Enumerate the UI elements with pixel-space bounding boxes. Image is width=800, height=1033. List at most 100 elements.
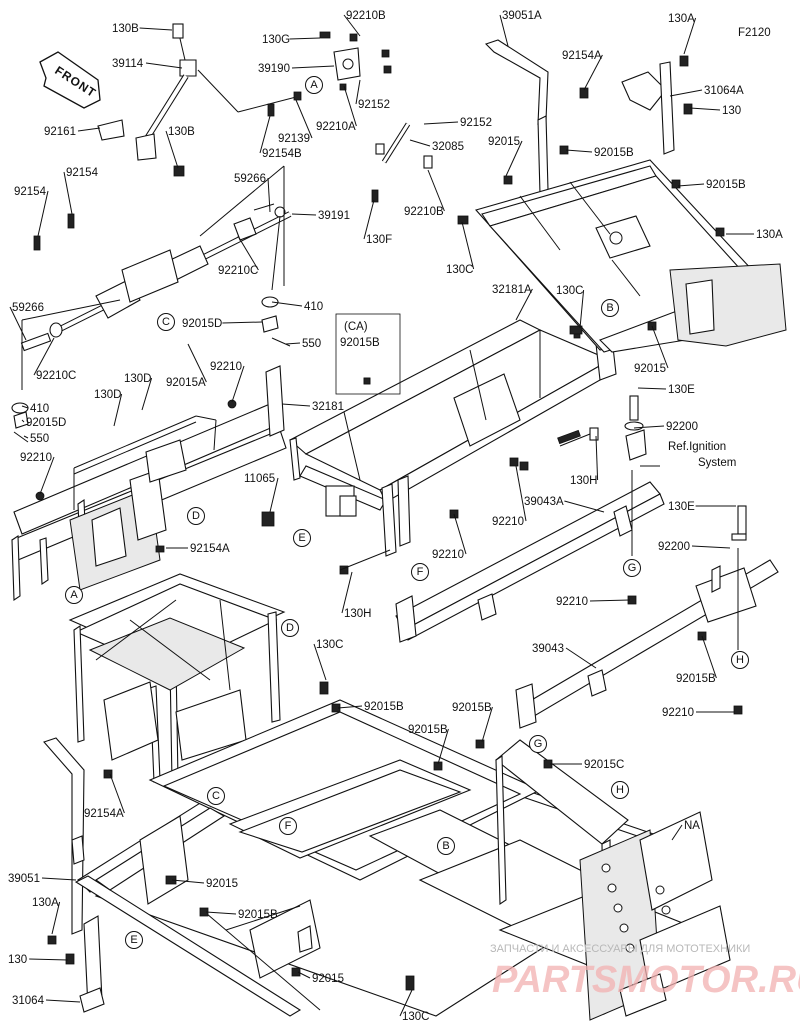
leader-line — [9, 306, 27, 341]
part-label: 92015 — [488, 136, 520, 148]
callout-letter: F — [417, 566, 424, 578]
leader-line — [23, 435, 29, 439]
leader-line — [637, 387, 667, 390]
leader-line — [29, 958, 69, 961]
leader-line — [51, 901, 61, 935]
side-member-39043 — [515, 505, 779, 729]
leader-line — [231, 365, 245, 403]
part-label: NA — [684, 820, 700, 832]
part-label: 39051A — [502, 10, 542, 22]
leader-line — [691, 545, 731, 549]
ca-box: (CA) 92015B — [335, 313, 401, 395]
callout-circle — [207, 787, 225, 805]
part-label: 92015C — [584, 759, 624, 771]
part-label: 130F — [366, 234, 392, 246]
part-label: 92200 — [658, 541, 690, 553]
part-label: 92154B — [262, 148, 302, 160]
leader-line — [671, 824, 683, 841]
part-label: 130A — [668, 13, 695, 25]
part-label: 92015B — [364, 701, 404, 713]
leader-line — [271, 301, 303, 307]
leader-line — [437, 728, 449, 765]
leader-line — [343, 85, 357, 127]
leader-line — [651, 325, 669, 369]
steering-rack — [11, 165, 292, 443]
callout-circle — [187, 507, 205, 525]
part-label: 92210C — [218, 265, 258, 277]
part-label: 92161 — [44, 126, 76, 138]
part-label: 130 — [722, 105, 741, 117]
callout-circle — [623, 559, 641, 577]
part-label: 130A — [32, 897, 59, 909]
callout-circle — [125, 931, 143, 949]
reference-note: Ref.Ignition System — [668, 441, 736, 469]
part-label: 92015A — [166, 377, 206, 389]
leader-line — [689, 107, 721, 111]
leader-line — [423, 121, 459, 125]
leader-line — [399, 989, 413, 1017]
part-label: 31064 — [12, 995, 45, 1007]
part-label: 130H — [344, 608, 372, 620]
leader-line — [355, 79, 361, 105]
callout-letter: C — [162, 316, 170, 328]
part-label: 92154A — [84, 808, 124, 820]
callout-letter: F — [285, 820, 292, 832]
part-label: 92210 — [432, 549, 464, 561]
leader-line — [21, 405, 29, 409]
callout-letter: E — [130, 934, 137, 946]
callout-letter: G — [534, 738, 543, 750]
callout-circle — [65, 586, 83, 604]
rear-frame-39051A — [457, 39, 787, 353]
part-label: 550 — [302, 338, 321, 350]
callout-circle — [437, 837, 455, 855]
leader-line — [187, 343, 207, 383]
leader-line — [427, 169, 445, 212]
part-label: 32085 — [432, 141, 464, 153]
leader-line — [669, 89, 703, 97]
leader-line — [297, 971, 311, 979]
part-label: 32181 — [312, 401, 344, 413]
part-label: 130B — [168, 126, 195, 138]
part-label: 92015B — [594, 147, 634, 159]
callout-letter: H — [736, 654, 744, 666]
leader-line — [683, 17, 697, 55]
callout-letter: B — [606, 302, 613, 314]
leader-line — [289, 37, 321, 40]
reference-note-line2: System — [698, 457, 736, 469]
part-label: 130A — [756, 229, 783, 241]
ca-box-title: (CA) — [344, 321, 368, 333]
leader-line — [565, 149, 593, 153]
part-label: 92210B — [404, 206, 444, 218]
leader-line — [565, 647, 597, 669]
callout-circle — [529, 735, 547, 753]
part-label: 130C — [316, 639, 344, 651]
part-label: 59266 — [12, 302, 44, 314]
part-label: 92015D — [182, 318, 222, 330]
part-label: 410 — [304, 301, 323, 313]
side-member-39043A — [395, 395, 665, 643]
leader-line — [343, 14, 361, 37]
part-label: 39190 — [258, 63, 290, 75]
leader-line — [285, 342, 301, 345]
part-label: 92152 — [358, 99, 390, 111]
callout-letter: C — [212, 790, 220, 802]
part-label: 92015B — [238, 909, 278, 921]
part-label: 92210 — [556, 596, 588, 608]
part-label: 92015B — [706, 179, 746, 191]
leader-line — [564, 500, 605, 513]
part-label: 59266 — [234, 173, 266, 185]
leader-line — [113, 393, 123, 427]
leader-line — [33, 337, 55, 376]
leader-line — [45, 999, 81, 1003]
leader-line — [237, 235, 259, 271]
leader-line — [515, 288, 533, 321]
part-label: 92210 — [492, 516, 524, 528]
part-label: 92015B — [408, 724, 448, 736]
part-label: 92015 — [312, 973, 344, 985]
leader-line — [363, 199, 375, 240]
steering-bracket — [267, 31, 433, 203]
watermark-line1: ЗАПЧАСТИ И АКСЕССУАРЫ ДЛЯ МОТОТЕХНИКИ — [490, 943, 750, 955]
callout-letter: G — [628, 562, 637, 574]
